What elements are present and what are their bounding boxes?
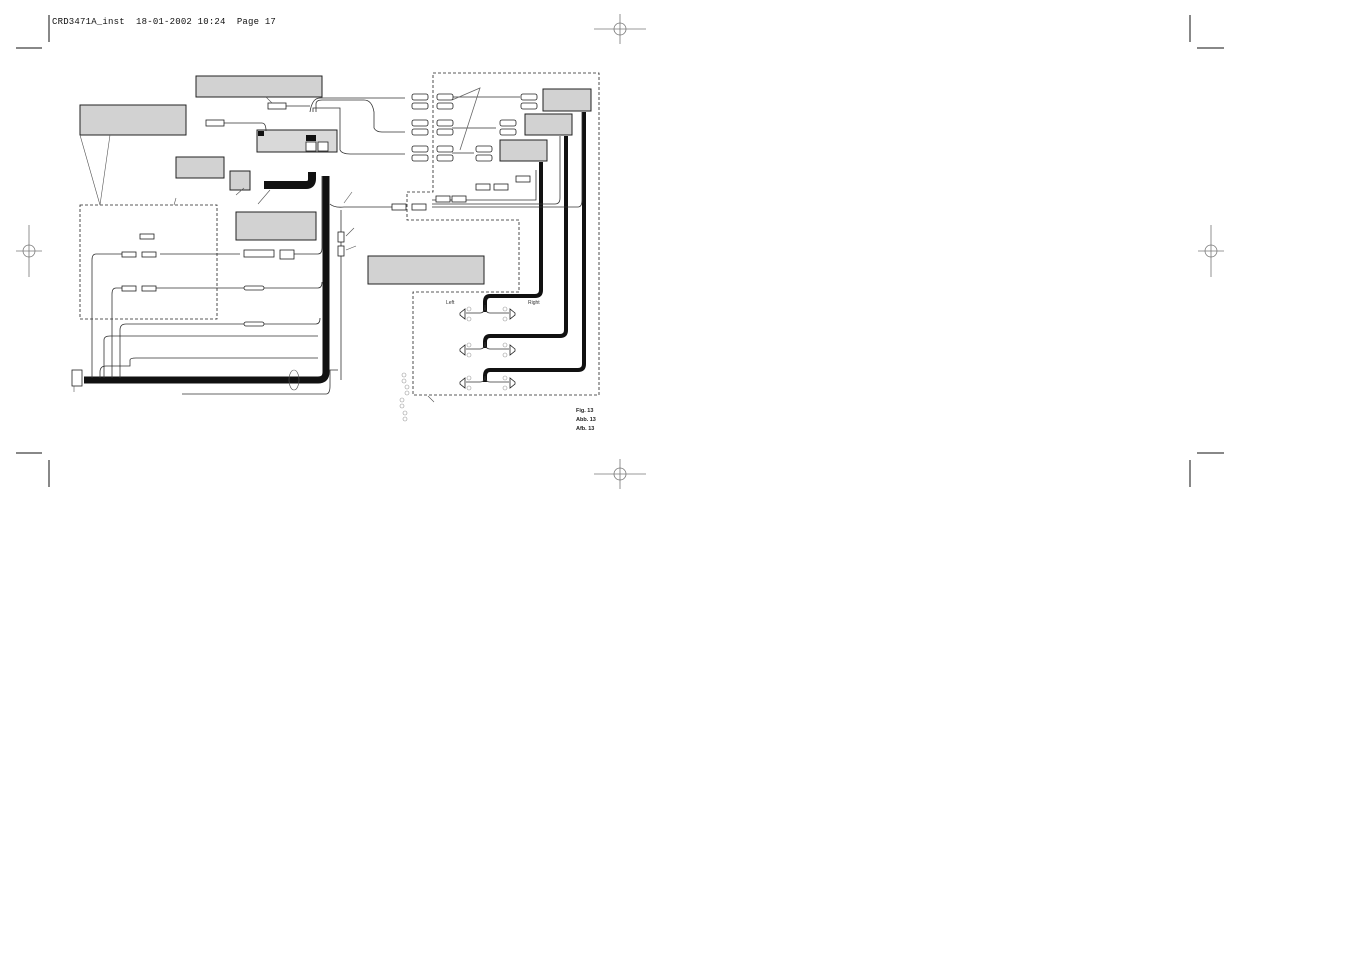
label-boxes xyxy=(79,75,592,285)
crop-marks xyxy=(16,15,1224,487)
registration-marks xyxy=(16,14,1224,489)
speaker-right-label: Right xyxy=(528,300,540,306)
polarity-marks xyxy=(399,306,508,422)
leader-lines xyxy=(73,96,435,403)
dashed-regions xyxy=(79,72,600,396)
antenna-plug xyxy=(306,135,316,141)
print-slug-header: CRD3471A_inst 18-01-2002 10:24 Page 17 xyxy=(52,17,277,27)
speakers xyxy=(459,308,516,389)
speaker-left-label: Left xyxy=(446,300,455,306)
figure-caption-de: Abb. 13 xyxy=(576,417,596,423)
speaker-wires xyxy=(466,304,509,383)
figure-caption-nl: Afb. 13 xyxy=(576,426,595,432)
rca-connectors xyxy=(71,93,538,387)
figure-caption-en: Fig. 13 xyxy=(576,408,594,414)
thick-cables xyxy=(84,112,586,384)
thin-wires xyxy=(91,87,583,395)
